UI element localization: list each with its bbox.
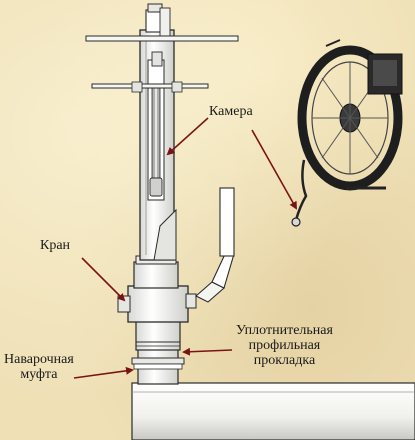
top-head (85, 3, 239, 93)
gasket-arrow (182, 347, 233, 356)
coupling-label-line-2: муфта (20, 367, 58, 382)
gasket-label: Уплотнительная профильная прокладка (236, 323, 333, 368)
valve-body (117, 255, 197, 323)
coupling-label-line-1: Наварочная (4, 352, 74, 367)
camera-reel (291, 39, 403, 227)
valve-handle (195, 187, 235, 303)
coupling-label: Наварочная муфта (4, 352, 74, 382)
coupling-arrow (73, 366, 134, 379)
main-pipe (131, 382, 415, 440)
camera-arrow-to-rod (166, 117, 209, 156)
weld-coupling (131, 347, 185, 385)
gasket-label-line-1: Уплотнительная (236, 323, 333, 338)
camera-arrow-to-reel (251, 129, 297, 210)
gasket-label-line-3: прокладка (253, 353, 316, 368)
camera-label: Камера (209, 104, 253, 119)
gasket-section (135, 317, 181, 351)
camera-rod (147, 51, 165, 201)
valve-arrow (81, 257, 126, 302)
valve-label: Кран (40, 238, 71, 253)
gasket-label-line-2: профильная (248, 338, 321, 353)
